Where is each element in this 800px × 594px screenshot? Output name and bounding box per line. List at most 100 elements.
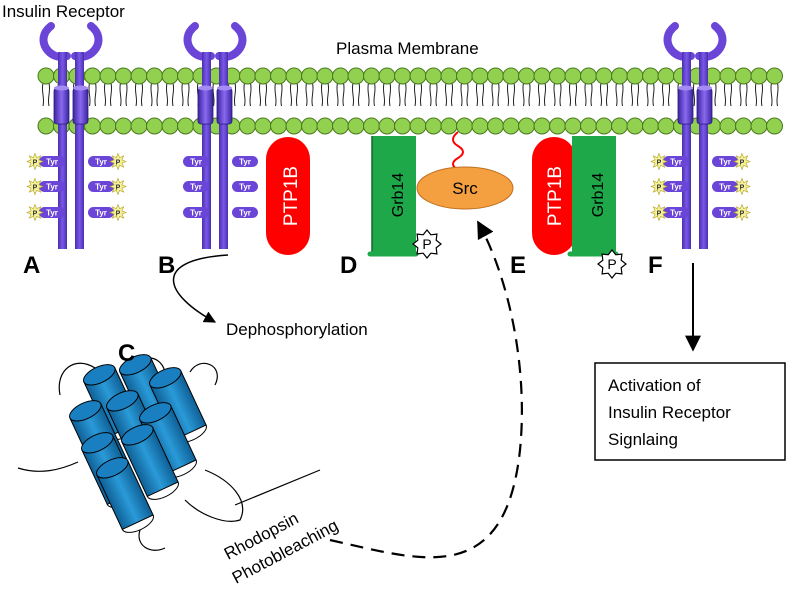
panel-a-label: A xyxy=(23,252,40,279)
lipid-head-outer xyxy=(611,67,628,85)
phospho-mark: P xyxy=(116,211,121,218)
phospho-star xyxy=(733,203,751,222)
phospho-star xyxy=(26,177,44,196)
lipid-head-outer xyxy=(301,67,318,85)
phospho-mark: P xyxy=(740,160,745,167)
lipid-head-inner xyxy=(316,117,334,135)
lipid-head-outer xyxy=(440,67,458,85)
phospho-star xyxy=(109,177,127,196)
phospho-mark: P xyxy=(33,160,38,167)
lipid-head-outer xyxy=(84,67,101,85)
phospho-e-label: P xyxy=(607,256,616,272)
lipid-head-outer xyxy=(471,67,489,85)
lipid-head-outer xyxy=(564,67,582,85)
tyr-label: Tyr xyxy=(190,158,202,167)
lipid-head-outer xyxy=(378,67,396,85)
lipid-head-inner xyxy=(595,117,613,135)
tyr-label: Tyr xyxy=(46,158,58,167)
ptp1b-e: PTP1B xyxy=(532,137,576,255)
tyr-label: Tyr xyxy=(95,209,107,218)
phospho-star xyxy=(733,152,751,171)
lipid-head-outer xyxy=(316,67,334,85)
grb14-e: Grb14 xyxy=(567,136,619,257)
activation-line-3: Signlaing xyxy=(608,430,678,449)
tyr-label: Tyr xyxy=(719,158,731,167)
lipid-head-inner xyxy=(719,117,737,135)
lipid-head-inner xyxy=(146,117,163,135)
phospho-star xyxy=(109,203,127,222)
lipid-head-inner xyxy=(239,117,256,135)
ptp1b-e-label: PTP1B xyxy=(545,166,566,226)
activation-box: Activation of Insulin Receptor Signlaing xyxy=(594,362,786,461)
lipid-head-inner xyxy=(37,117,55,135)
lipid-head-inner xyxy=(425,117,442,135)
lipid-head-outer xyxy=(161,67,179,85)
lipid-head-inner xyxy=(471,117,489,135)
tyr-label: Tyr xyxy=(239,209,251,218)
lipid-head-outer xyxy=(735,67,752,85)
lipid-head-outer xyxy=(347,67,365,85)
plasma-membrane xyxy=(37,67,783,135)
lipid-head-outer xyxy=(750,67,768,85)
lipid-head-inner xyxy=(378,117,396,135)
tyr-label: Tyr xyxy=(190,209,202,218)
lipid-head-outer xyxy=(99,67,117,85)
tyrosine-residue: Tyr xyxy=(183,181,209,192)
phospho-mark: P xyxy=(116,185,121,192)
activation-line-1: Activation of xyxy=(608,376,701,395)
lipid-head-inner xyxy=(564,117,582,135)
lipid-head-outer xyxy=(502,67,520,85)
phospho-star xyxy=(650,177,668,196)
tyrosine-residue: Tyr xyxy=(232,181,258,192)
lipid-head-outer xyxy=(270,67,287,85)
phospho-mark: P xyxy=(740,185,745,192)
tyr-label: Tyr xyxy=(670,158,682,167)
src-label: Src xyxy=(452,179,478,198)
lipid-head-outer xyxy=(549,67,566,85)
panel-d-label: D xyxy=(340,252,357,279)
lipid-head-inner xyxy=(611,117,628,135)
lipid-head-outer xyxy=(580,67,597,85)
lipid-head-outer xyxy=(115,67,132,85)
phospho-e: P xyxy=(597,249,627,279)
lipid-head-outer xyxy=(518,67,535,85)
lipid-head-outer xyxy=(394,67,411,85)
lipid-head-outer xyxy=(425,67,442,85)
dephosphorylation-label: Dephosphorylation xyxy=(226,320,368,339)
grb14-e-label: Grb14 xyxy=(590,173,607,218)
lipid-head-inner xyxy=(440,117,458,135)
phospho-star xyxy=(26,203,44,222)
lipid-head-outer xyxy=(332,67,349,85)
tyrosine-residue: Tyr P xyxy=(88,177,127,196)
ptp1b-b-label: PTP1B xyxy=(281,166,302,226)
tyr-label: Tyr xyxy=(95,158,107,167)
phospho-star xyxy=(650,152,668,171)
lipid-head-outer xyxy=(409,67,427,85)
lipid-head-inner xyxy=(115,117,132,135)
lipid-head-inner xyxy=(657,117,675,135)
tyr-label: Tyr xyxy=(190,183,202,192)
tyrosine-residue: Tyr xyxy=(232,207,258,218)
phospho-mark: P xyxy=(657,185,662,192)
lipid-head-inner xyxy=(642,117,659,135)
tyr-label: Tyr xyxy=(95,183,107,192)
phospho-d: P xyxy=(412,229,442,259)
plasma-membrane-label: Plasma Membrane xyxy=(336,39,479,58)
lipid-head-inner xyxy=(99,117,117,135)
phospho-star xyxy=(109,152,127,171)
panel-f-label: F xyxy=(648,252,663,279)
lipid-head-inner xyxy=(487,117,504,135)
phospho-star xyxy=(26,152,44,171)
ptp1b-b: PTP1B xyxy=(266,137,310,255)
lipid-head-inner xyxy=(347,117,365,135)
lipid-head-inner xyxy=(518,117,535,135)
tyr-label: Tyr xyxy=(239,158,251,167)
tyrosine-residue: Tyr P xyxy=(26,152,65,171)
lipid-head-inner xyxy=(161,117,179,135)
tyr-label: Tyr xyxy=(46,183,58,192)
